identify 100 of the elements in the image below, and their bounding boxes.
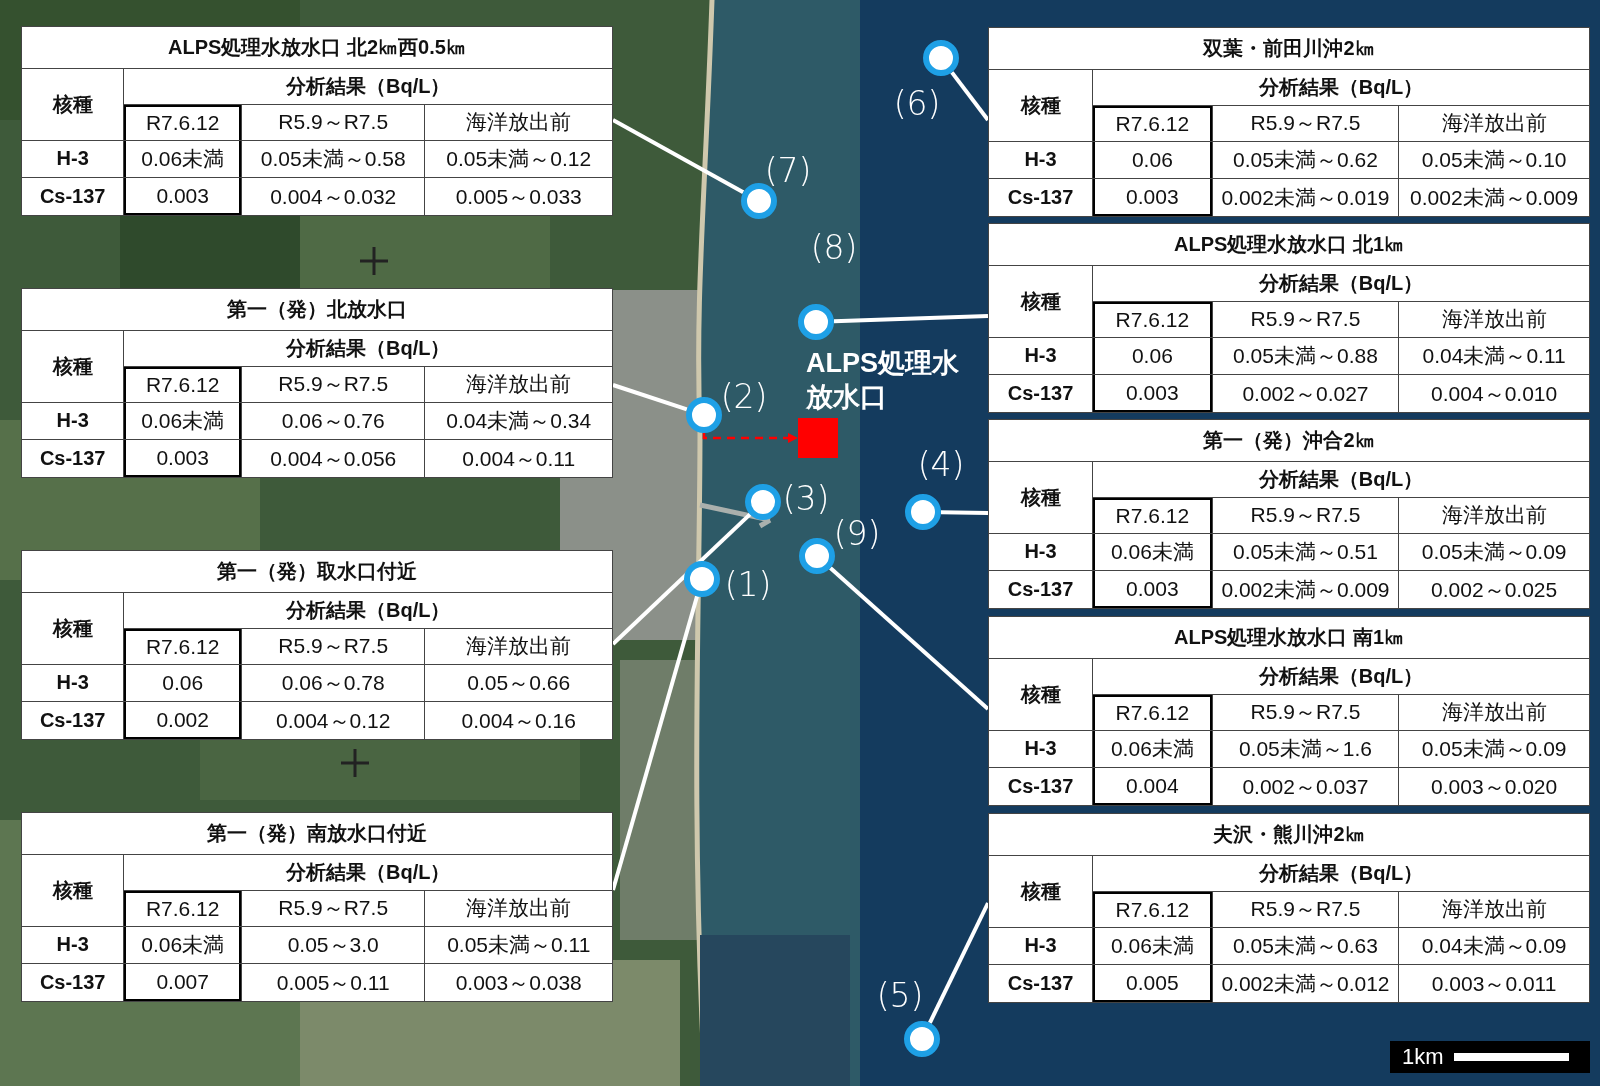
value-text: 0.06未満 <box>1093 730 1212 767</box>
value-text: 0.06 <box>1093 141 1212 178</box>
value-text: 0.05未満～0.88 <box>1212 337 1399 374</box>
column-header: R5.9～R7.5 <box>241 366 425 402</box>
value-text: 0.004～0.11 <box>425 440 612 477</box>
value-text: 0.06未満 <box>124 926 241 963</box>
value-text: 0.004 <box>1093 768 1212 805</box>
row-header: H-3 <box>989 730 1093 767</box>
column-header: 核種 <box>22 592 124 664</box>
table-title: ALPS処理水放水口 北2㎞西0.5㎞ <box>22 27 612 68</box>
value-text: 0.002 <box>124 702 241 739</box>
column-header: 分析結果（Bq/L） <box>124 854 612 890</box>
value-text: 0.003 <box>1093 571 1212 608</box>
table-title: 夫沢・熊川沖2㎞ <box>989 814 1589 855</box>
row-header: Cs-137 <box>22 440 124 477</box>
value-text: 0.004～0.12 <box>241 702 425 739</box>
table-title: ALPS処理水放水口 北1㎞ <box>989 224 1589 265</box>
value-text: 0.05未満～0.11 <box>425 926 612 963</box>
value-text: 0.06未満 <box>124 402 241 439</box>
data-table <box>988 27 1590 217</box>
value-text: 0.05～3.0 <box>241 926 425 963</box>
column-header: R7.6.12 <box>124 104 241 140</box>
value-text: 0.06 <box>1093 337 1212 374</box>
value-text: 0.004～0.056 <box>241 440 425 477</box>
column-header: 核種 <box>989 69 1093 141</box>
column-header: 海洋放出前 <box>1399 497 1589 533</box>
column-header: 海洋放出前 <box>1399 694 1589 730</box>
column-header: 分析結果（Bq/L） <box>1093 658 1589 694</box>
column-header: R7.6.12 <box>124 628 241 664</box>
row-header: H-3 <box>989 141 1093 178</box>
leader-line <box>940 510 989 515</box>
value-text: 0.007 <box>124 964 241 1001</box>
value-text: 0.003 <box>1093 375 1212 412</box>
row-header: H-3 <box>22 926 124 963</box>
row-header: Cs-137 <box>989 768 1093 805</box>
column-header: R5.9～R7.5 <box>1212 301 1399 337</box>
data-table <box>988 616 1590 806</box>
data-table <box>21 26 613 216</box>
column-header: 分析結果（Bq/L） <box>1093 461 1589 497</box>
marker-number: (3) <box>782 478 830 518</box>
value-text: 0.003～0.020 <box>1399 768 1589 805</box>
row-header: H-3 <box>22 140 124 177</box>
column-header: 核種 <box>989 658 1093 730</box>
row-header: Cs-137 <box>989 571 1093 608</box>
value-text: 0.06～0.76 <box>241 402 425 439</box>
table-title: ALPS処理水放水口 南1㎞ <box>989 617 1589 658</box>
row-header: Cs-137 <box>22 964 124 1001</box>
value-text: 0.04未満～0.34 <box>425 402 612 439</box>
arrow <box>702 433 798 443</box>
row-header: H-3 <box>989 337 1093 374</box>
value-text: 0.005～0.11 <box>241 964 425 1001</box>
table-title: 第一（発）取水口付近 <box>22 551 612 592</box>
value-text: 0.04未満～0.09 <box>1399 927 1589 964</box>
value-text: 0.05未満～1.6 <box>1212 730 1399 767</box>
row-header: Cs-137 <box>22 178 124 215</box>
column-header: 分析結果（Bq/L） <box>1093 265 1589 301</box>
value-text: 0.06未満 <box>124 140 241 177</box>
value-text: 0.06～0.78 <box>241 664 425 701</box>
value-text: 0.002未満～0.009 <box>1212 571 1399 608</box>
table-title: 第一（発）北放水口 <box>22 289 612 330</box>
leader-line <box>928 902 990 1024</box>
column-header: R7.6.12 <box>1093 105 1212 141</box>
leader-line <box>829 566 990 711</box>
column-header: 核種 <box>22 68 124 140</box>
data-table <box>988 419 1590 609</box>
column-header: 海洋放出前 <box>1399 105 1589 141</box>
row-header: H-3 <box>989 533 1093 570</box>
column-header: 海洋放出前 <box>425 890 612 926</box>
value-text: 0.005 <box>1093 965 1212 1002</box>
value-text: 0.003 <box>124 440 241 477</box>
value-text: 0.002～0.037 <box>1212 768 1399 805</box>
value-text: 0.003 <box>1093 179 1212 216</box>
value-text: 0.002～0.027 <box>1212 375 1399 412</box>
value-text: 0.002～0.025 <box>1399 571 1589 608</box>
column-header: R5.9～R7.5 <box>1212 694 1399 730</box>
column-header: R5.9～R7.5 <box>241 104 425 140</box>
row-header: Cs-137 <box>989 179 1093 216</box>
column-header: 海洋放出前 <box>1399 301 1589 337</box>
column-header: 核種 <box>22 330 124 402</box>
marker-number: (9) <box>833 513 881 553</box>
column-header: R7.6.12 <box>1093 694 1212 730</box>
column-header: 海洋放出前 <box>425 366 612 402</box>
leader-line <box>950 71 990 122</box>
value-text: 0.05未満～0.09 <box>1399 533 1589 570</box>
data-table <box>988 813 1590 1003</box>
value-text: 0.06未満 <box>1093 533 1212 570</box>
marker-number: (5) <box>876 975 924 1015</box>
leader-line <box>833 314 989 324</box>
value-text: 0.002未満～0.019 <box>1212 179 1399 216</box>
column-header: R7.6.12 <box>1093 497 1212 533</box>
value-text: 0.05未満～0.10 <box>1399 141 1589 178</box>
value-text: 0.002未満～0.009 <box>1399 179 1589 216</box>
data-table <box>21 550 613 740</box>
value-text: 0.05～0.66 <box>425 664 612 701</box>
row-header: Cs-137 <box>989 965 1093 1002</box>
value-text: 0.005～0.033 <box>425 178 612 215</box>
value-text: 0.003 <box>124 178 241 215</box>
value-text: 0.004～0.010 <box>1399 375 1589 412</box>
column-header: 分析結果（Bq/L） <box>1093 69 1589 105</box>
row-header: H-3 <box>22 402 124 439</box>
